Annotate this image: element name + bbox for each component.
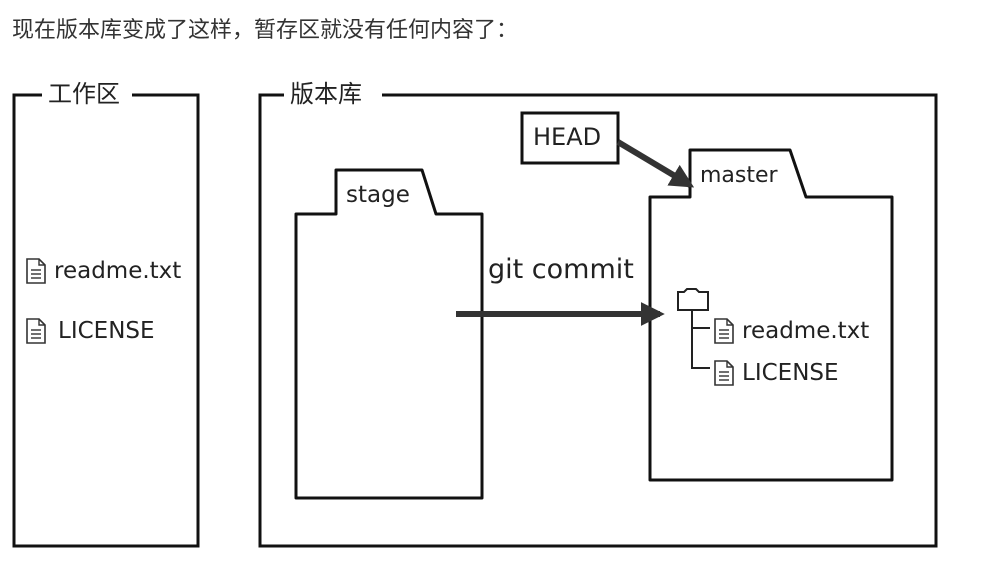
working-dir-frame (12, 93, 200, 548)
commit-label: git commit (488, 254, 634, 285)
head-box (520, 111, 620, 165)
working-file-license: LICENSE (26, 318, 155, 344)
branch-label: master (700, 163, 778, 188)
working-dir-title: 工作区 (48, 80, 120, 108)
file-icon (714, 360, 734, 386)
file-label: LICENSE (742, 360, 839, 386)
repository-title: 版本库 (290, 80, 362, 108)
tree-folder-icon (677, 288, 709, 311)
repository-frame (258, 93, 938, 548)
stage-folder (294, 168, 484, 500)
file-icon (26, 318, 46, 344)
file-label: readme.txt (742, 318, 870, 344)
file-label: readme.txt (54, 258, 182, 284)
head-label: HEAD (533, 123, 602, 151)
file-icon (26, 258, 46, 284)
head-arrow (616, 139, 695, 188)
file-icon (714, 318, 734, 344)
master-folder (648, 148, 894, 482)
commit-file-license: LICENSE (714, 360, 839, 386)
tree-connector (691, 310, 710, 369)
stage-label: stage (346, 182, 410, 208)
commit-file-readme: readme.txt (714, 318, 869, 344)
file-label: LICENSE (58, 318, 155, 344)
working-file-readme: readme.txt (26, 258, 181, 284)
caption-text: 现在版本库变成了这样，暂存区就没有任何内容了： (12, 18, 519, 43)
